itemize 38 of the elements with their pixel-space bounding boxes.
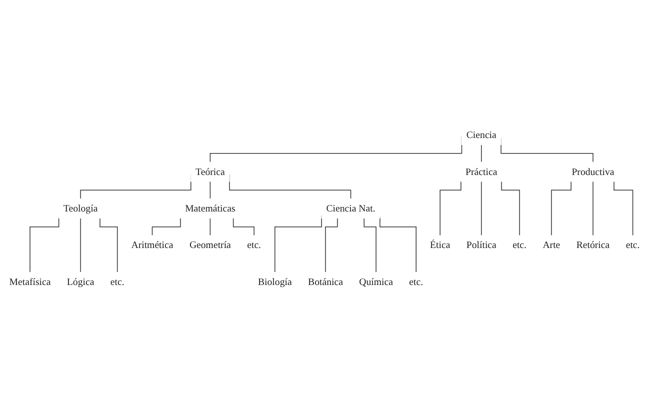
node-text: Matemáticas <box>185 202 236 214</box>
node-text: Lógica <box>66 276 94 288</box>
node-text: etc. <box>247 240 262 251</box>
connector <box>592 181 594 236</box>
node-text: etc. <box>409 276 424 288</box>
connector <box>210 181 211 200</box>
node-text: etc. <box>626 240 640 251</box>
node-text: Biología <box>258 276 292 288</box>
connector <box>481 181 482 236</box>
connector <box>325 218 338 273</box>
node-text: Geometría <box>189 240 231 251</box>
node-text: Aritmética <box>131 240 174 251</box>
node-text: Ética <box>430 240 450 251</box>
connector <box>481 144 482 162</box>
node-text: etc. <box>110 276 124 288</box>
node-text: etc. <box>512 240 527 251</box>
connector <box>152 218 181 236</box>
node-text: Metafísica <box>9 276 51 288</box>
node-text: Botánica <box>308 276 343 288</box>
connector <box>380 216 416 273</box>
node-text: Retórica <box>576 240 610 251</box>
connector <box>501 181 520 236</box>
connector <box>80 218 81 273</box>
connector <box>30 216 60 273</box>
node-text: Práctica <box>466 166 498 178</box>
connector <box>440 180 462 236</box>
connector <box>100 218 118 273</box>
node-text: Química <box>359 276 393 288</box>
connector <box>364 218 376 273</box>
connector <box>210 218 211 236</box>
node-text: Política <box>466 240 496 251</box>
node-text: Ciencia Nat. <box>326 202 376 214</box>
connector <box>551 181 572 236</box>
node-text: Productiva <box>572 166 614 178</box>
connector <box>232 218 254 236</box>
connector <box>614 181 634 236</box>
node-text: Arte <box>542 240 560 251</box>
node-text: Teología <box>63 202 98 214</box>
